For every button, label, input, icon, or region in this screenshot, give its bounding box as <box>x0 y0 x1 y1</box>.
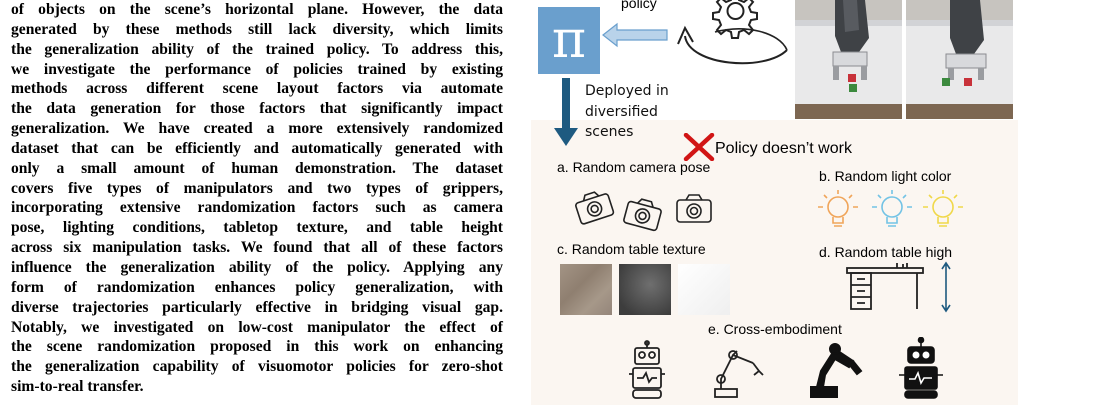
policy-pi-box: π <box>538 7 600 74</box>
camera-icon <box>676 194 712 223</box>
height-arrow-icon <box>941 261 951 313</box>
robot-icon <box>629 340 665 399</box>
abstract-line: the data generation for those factors th… <box>11 100 503 118</box>
caption-camera-pose: a. Random camera pose <box>557 159 711 175</box>
abstract-line: methods across different scene layout fa… <box>11 80 503 98</box>
gear-icon <box>712 0 758 39</box>
abstract-line: generalization. We have created a more e… <box>11 120 503 138</box>
abstract-line: Notably, we investigated on low-cost man… <box>11 318 503 336</box>
light-bulb-icon <box>923 190 963 227</box>
texture-swatch-wood <box>560 264 612 315</box>
abstract-line: across six manipulation tasks. We found … <box>11 239 503 257</box>
caption-table-texture: c. Random table texture <box>557 241 706 257</box>
light-bulb-icon <box>818 190 858 227</box>
robot-arm-icon <box>810 343 863 398</box>
cross-icon <box>683 133 715 161</box>
abstract-line: only a small amount of human demonstrati… <box>11 159 503 177</box>
camera-icon <box>575 191 615 225</box>
caption-light-color: b. Random light color <box>819 168 952 184</box>
deploy-arrow-icon <box>554 78 578 146</box>
abstract-line: we investigate the performance of polici… <box>11 60 503 78</box>
overview-figure: π policy <box>531 0 1104 405</box>
abstract-line: pose, lighting conditions, tabletop text… <box>11 219 503 237</box>
caption-cross-embodiment: e. Cross-embodiment <box>708 321 842 337</box>
robot-icon <box>899 337 943 399</box>
pi-icon: π <box>551 10 587 70</box>
abstract-line: of objects on the scene’s horizontal pla… <box>11 1 503 18</box>
policy-fail-label: Policy doesn’t work <box>715 140 852 157</box>
policy-label: policy <box>621 0 657 11</box>
abstract-line: sim-to-real transfer. <box>11 378 144 396</box>
abstract-text: of objects on the scene’s horizontal pla… <box>11 0 503 397</box>
deployed-label: Deployed in diversified scenes <box>585 81 669 143</box>
abstract-line: covers five types of manipulators and tw… <box>11 179 503 197</box>
camera-icon <box>623 198 662 232</box>
cycle-arrow-icon <box>677 25 788 65</box>
abstract-line: the generalization ability of the traine… <box>11 40 503 58</box>
deployed-line: diversified <box>585 103 658 120</box>
abstract-line: generated by these methods still lack di… <box>11 20 503 38</box>
sim-robot-photo-left <box>795 0 902 119</box>
abstract-line: the scene randomization proposed in this… <box>11 338 503 356</box>
deployed-line: Deployed in <box>585 83 669 99</box>
caption-table-height: d. Random table high <box>819 244 953 260</box>
abstract-line: the generalization capability of visuomo… <box>11 358 503 376</box>
randomization-panel <box>531 120 1018 405</box>
robot-render <box>795 0 902 119</box>
light-bulb-icon <box>872 190 912 227</box>
texture-swatch-dark <box>619 264 671 315</box>
abstract-line: influence the generalization ability of … <box>11 258 503 276</box>
abstract-line: incorporating extensive randomization fa… <box>11 199 503 217</box>
abstract-line: diverse trajectories particularly effect… <box>11 298 503 316</box>
table-icon <box>846 263 924 310</box>
texture-swatch-white <box>678 264 730 315</box>
training-arrow-icon <box>602 22 668 48</box>
deployed-line: scenes <box>585 124 634 140</box>
robot-render <box>906 0 1013 119</box>
sim-robot-photo-right <box>906 0 1013 119</box>
abstract-line: dataset that can be efficiently and auto… <box>11 139 503 157</box>
robot-arm-icon <box>714 350 764 398</box>
abstract-line: form of randomization enhances policy ge… <box>11 278 503 296</box>
